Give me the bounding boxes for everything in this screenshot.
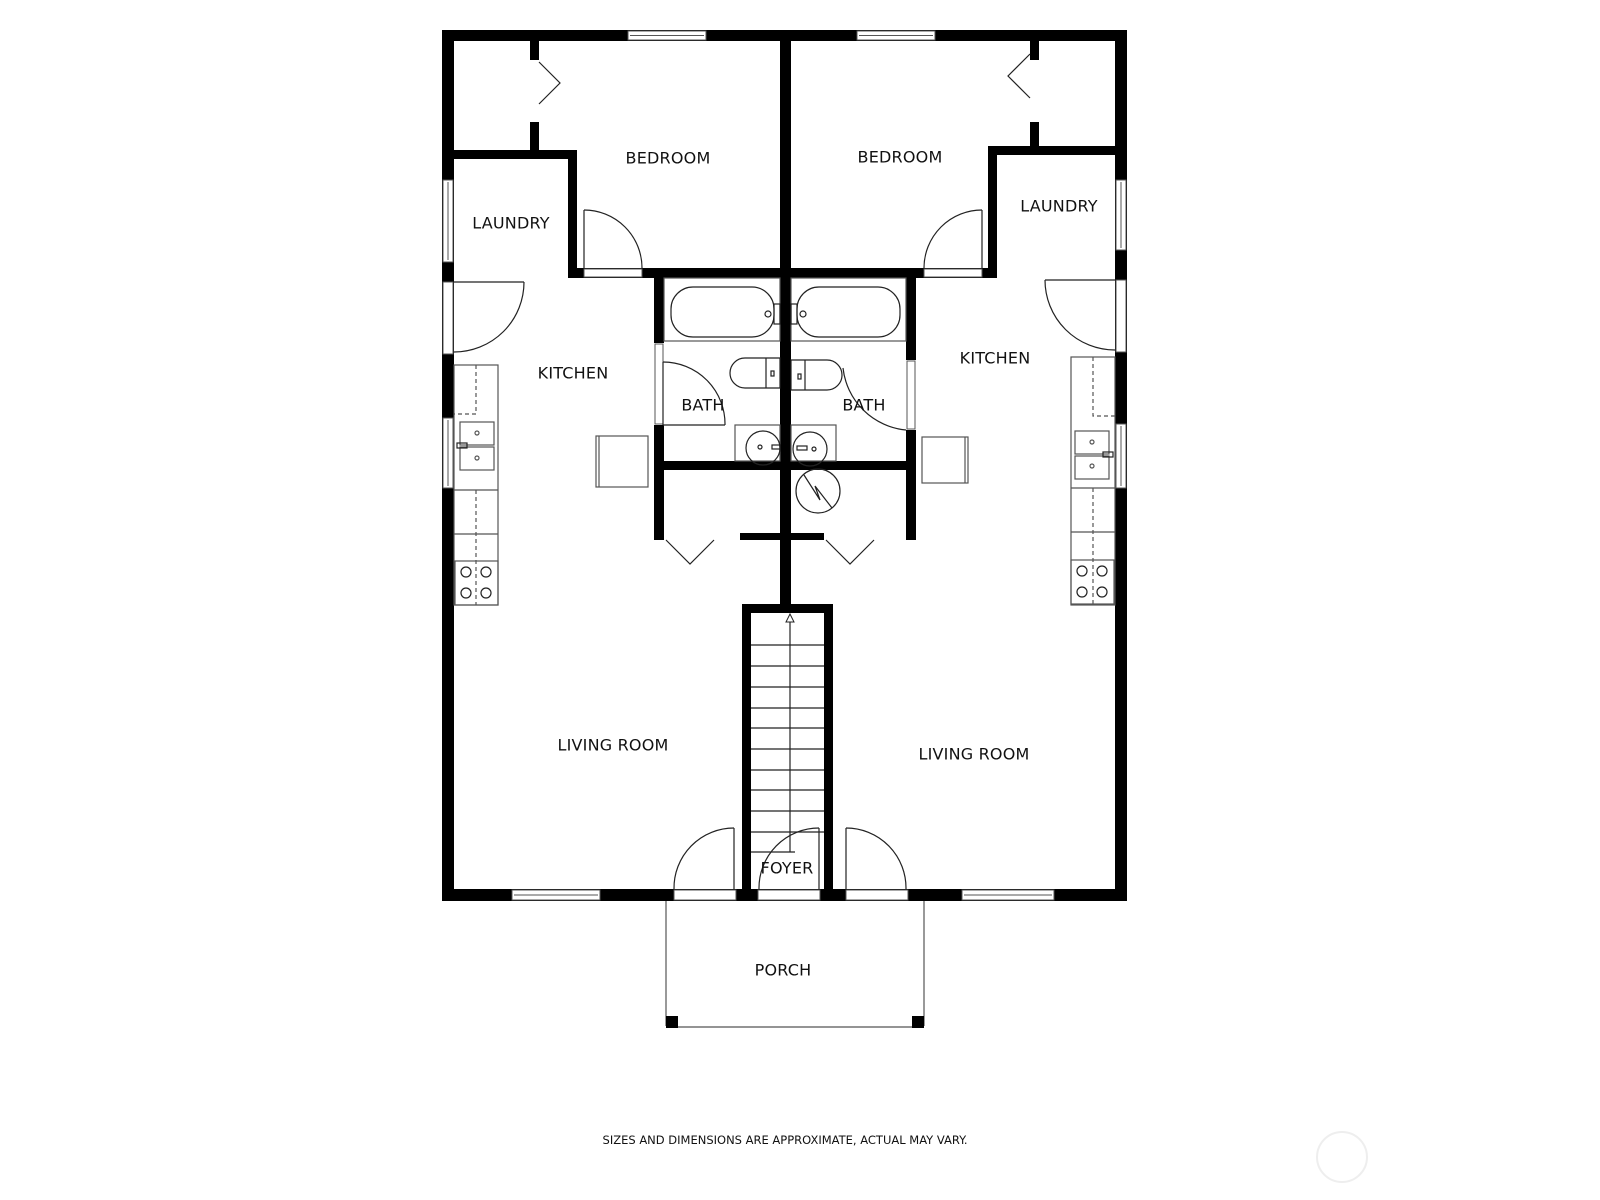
bath-fixtures [663, 277, 907, 514]
porch-outline [665, 901, 925, 1028]
room-label-bath-right: BATH [842, 395, 886, 415]
room-label-foyer: FOYER [760, 858, 814, 878]
doors [453, 53, 1116, 890]
watermark-logo-icon [1316, 1131, 1368, 1183]
interior-walls [442, 30, 1127, 901]
room-label-bath-left: BATH [681, 395, 725, 415]
room-label-living-room-left: LIVING ROOM [557, 735, 669, 755]
kitchen-left-fixtures [453, 364, 649, 606]
windows [442, 30, 1127, 901]
kitchen-right-fixtures [921, 356, 1116, 606]
arrow-up-icon [785, 612, 795, 623]
stove-burners-icon [460, 566, 492, 599]
room-label-kitchen-left: KITCHEN [537, 363, 609, 383]
stove-burners-icon [1076, 565, 1108, 598]
room-label-laundry-right: LAUNDRY [1020, 196, 1098, 216]
room-label-bedroom-right: BEDROOM [857, 147, 943, 167]
room-label-bedroom-left: BEDROOM [625, 148, 711, 168]
room-label-laundry-left: LAUNDRY [472, 213, 550, 233]
room-label-kitchen-right: KITCHEN [959, 348, 1031, 368]
water-heater-icon [795, 468, 841, 514]
disclaimer-text: SIZES AND DIMENSIONS ARE APPROXIMATE, AC… [602, 1133, 968, 1147]
room-label-living-room-right: LIVING ROOM [918, 744, 1030, 764]
room-label-porch: PORCH [754, 960, 812, 980]
stairs [751, 612, 824, 853]
